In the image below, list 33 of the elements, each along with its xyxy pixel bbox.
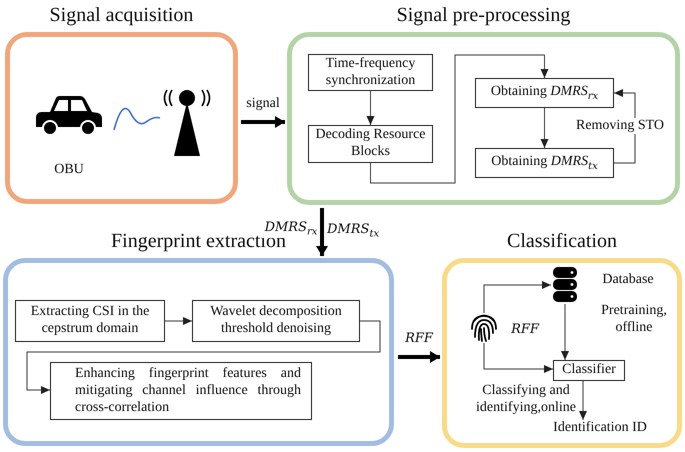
math-label: RFF [510, 322, 540, 338]
arrow [370, 54, 548, 184]
arrow [484, 342, 554, 373]
process-box: Wavelet decomposition threshold denoising [192, 300, 360, 342]
database-icon [553, 267, 577, 302]
process-box: Classifier [553, 360, 625, 381]
process-box: Enhancing fingerprint features and mitigating channel influence through cross-correlation [50, 362, 312, 420]
note-text: Classifying and identifying,online [475, 383, 577, 417]
process-box: Decoding Resource Blocks [308, 125, 433, 163]
icon-caption: Database [601, 272, 655, 289]
panel-heading: Classification [507, 230, 617, 253]
arrow [164, 317, 192, 325]
process-box: Extracting CSI in the cepstrum domain [15, 300, 165, 342]
process-box: Obtaining DMRS$_{rx}$ [475, 78, 614, 108]
thick-arrow [316, 208, 328, 256]
arrow [366, 90, 374, 126]
panel-heading: Signal acquisition [50, 4, 194, 27]
process-box: Time-frequency synchronization [308, 54, 433, 91]
arrow [579, 380, 587, 420]
math-label: DMRS$_{tx}$ [327, 222, 380, 241]
arrow [484, 281, 552, 314]
panel-heading: Signal pre-processing [396, 4, 570, 27]
output-text: Identification ID [546, 420, 654, 438]
math-label: DMRS$_{rx}$ [262, 220, 320, 238]
process-box: Obtaining DMRS$_{tx}$ [475, 148, 614, 178]
arrow [561, 304, 569, 360]
thick-arrow [398, 351, 440, 363]
arrow [540, 108, 548, 148]
note-text: Pretraining, offline [600, 303, 668, 337]
arrow [26, 320, 380, 394]
device-label: OBU [53, 162, 85, 178]
thick-arrow [241, 116, 285, 128]
fingerprint-icon [470, 313, 498, 343]
